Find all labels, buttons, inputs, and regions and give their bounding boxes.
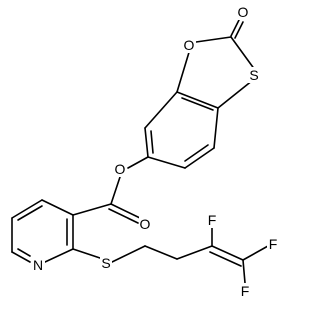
bond-c5-o-ester: [127, 156, 149, 169]
atom-label-s: S: [249, 67, 258, 83]
bond-cf2-f-bottom: [242, 259, 246, 284]
bond-c4-c5: [144, 127, 149, 158]
bond-pyr-c6-n: [11, 251, 31, 263]
bond-ch2b-cf: [176, 245, 213, 260]
atom-label-o: O: [238, 4, 249, 20]
bond-s-ring-c7a: [217, 79, 254, 109]
bond-c2-s-thioether: [72, 248, 101, 259]
bond-c4-c5-inner: [150, 130, 154, 154]
atom-label-s: S: [101, 255, 110, 271]
bond-c5-c6: [147, 156, 186, 169]
atom-f-bottom: F: [239, 283, 251, 299]
bond-pyr-n-c2: [44, 248, 74, 263]
bond-c2-o-carbonyl-a: [230, 19, 240, 37]
bond-o-ester-c-carbonyl: [110, 176, 121, 205]
bond-c6-c7: [184, 147, 215, 169]
bond-c6-c7-inner: [184, 144, 209, 162]
bond-cf-cf2-a: [211, 245, 244, 261]
atom-label-n: N: [33, 257, 43, 273]
atom-s-ring: S: [248, 67, 260, 83]
bond-s-ch2a: [111, 245, 146, 263]
atom-label-f: F: [241, 283, 250, 299]
atom-label-layer: O O S O O N S F: [31, 4, 279, 299]
bond-c3a-c7a: [176, 91, 219, 109]
atom-label-o: O: [115, 161, 126, 177]
atom-label-f: F: [208, 212, 217, 228]
atom-label-o: O: [184, 37, 195, 53]
atom-o-carbonyl-top: O: [237, 4, 249, 20]
bond-c2-s-ring: [230, 36, 256, 71]
bond-o-ring-c3a: [176, 48, 191, 93]
bond-c-o-ester-carbonyl-a: [110, 203, 141, 219]
bond-pyr-c4-c5: [11, 199, 43, 219]
bond-pyr-c6-n-inner: [17, 248, 31, 257]
atom-label-o: O: [140, 216, 151, 232]
atom-label-f: F: [269, 236, 278, 252]
bond-c3a-c7a-inner: [181, 97, 214, 111]
bond-c-carbonyl-c3-pyr: [72, 203, 112, 216]
bond-c3a-c4: [144, 91, 178, 129]
bond-c2-o-carbonyl-b: [234, 21, 244, 39]
atom-o-ring: O: [183, 37, 196, 53]
atom-o-ester-carbonyl: O: [139, 216, 152, 232]
bond-c-o-ester-carbonyl-b: [108, 208, 139, 224]
bond-ch2a-ch2b: [144, 245, 178, 260]
bond-c2-o-ring: [195, 36, 232, 43]
chemical-structure: O O S O O N S F: [11, 4, 279, 299]
atom-f-upper: F: [206, 212, 218, 228]
bond-cf2-f-right: [242, 245, 269, 261]
bond-c7-c7a: [213, 107, 219, 149]
atom-f-right: F: [267, 236, 279, 252]
bond-cf-cf2-b: [209, 251, 242, 267]
bond-pyr-c4-c5-inner: [17, 205, 43, 221]
atom-s-thioether: S: [100, 255, 112, 271]
bond-pyr-c3-c4: [41, 199, 74, 216]
atom-o-ester: O: [114, 161, 127, 177]
bond-layer: [11, 19, 269, 284]
atom-n-pyridine: N: [31, 257, 45, 273]
